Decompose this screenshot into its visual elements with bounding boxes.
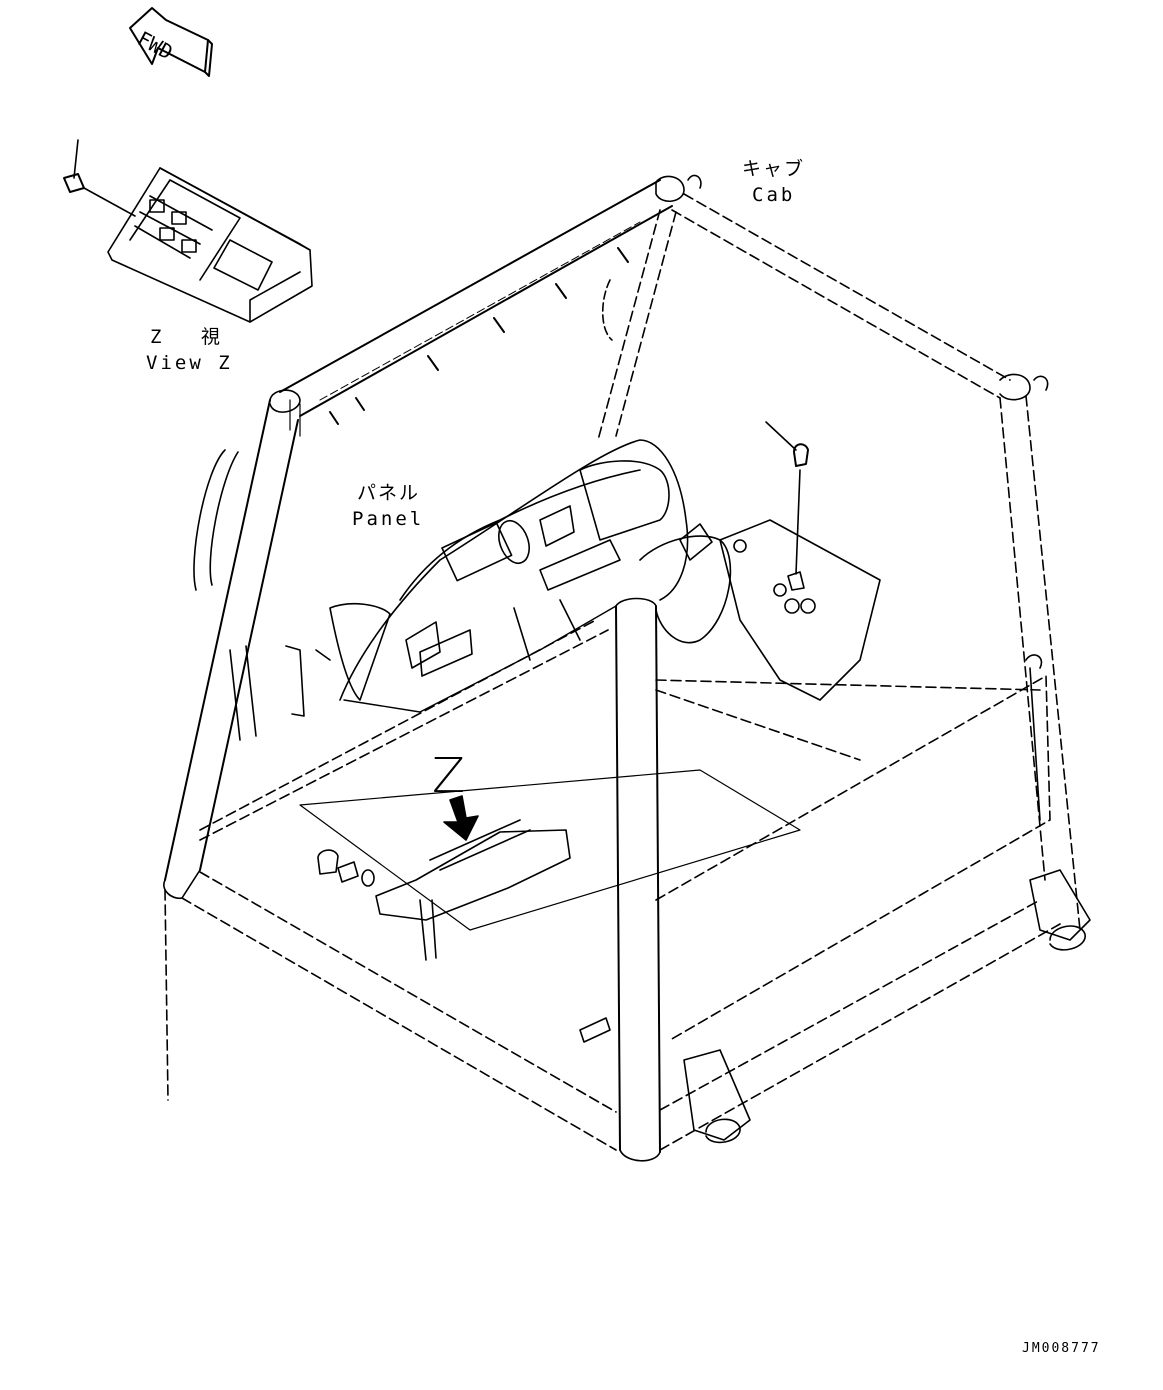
- drawing-id: JM008777: [1022, 1341, 1101, 1356]
- dashboard-panel: [229, 439, 881, 741]
- cab-label-jp: キャブ: [742, 158, 806, 180]
- cab-part-callout: [765, 421, 809, 591]
- view-z-arrow-icon: [443, 795, 479, 841]
- panel-label-en: Panel: [352, 508, 425, 530]
- view-z-inset: [63, 139, 313, 323]
- view-z-label-jp: Z 視: [150, 326, 234, 348]
- view-z-label-en: View Z: [146, 352, 233, 374]
- fwd-arrow-icon: [129, 7, 213, 77]
- view-z-marker: Z: [432, 748, 465, 804]
- cab-label-en: Cab: [752, 184, 796, 206]
- cab-frame: [163, 174, 1091, 1162]
- panel-label-jp: パネル: [357, 482, 421, 504]
- mount-bracket-part: [317, 819, 571, 961]
